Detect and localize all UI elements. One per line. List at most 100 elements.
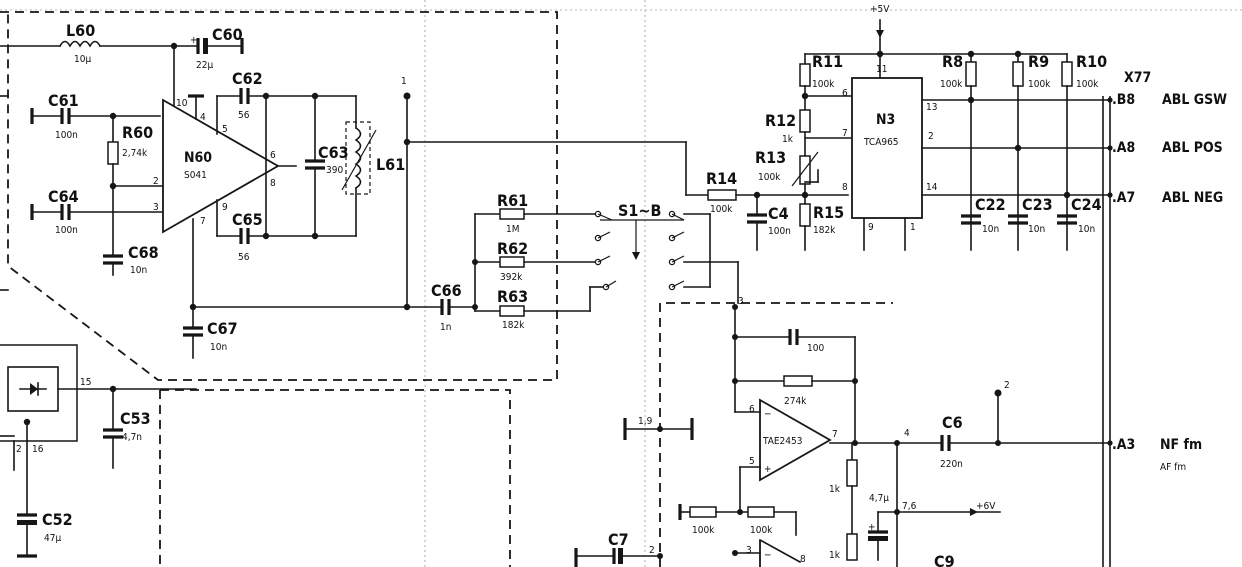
r60-label: R60 <box>122 123 153 142</box>
demodulator-block: 15 C53 4,7n 2 16 C52 47µ <box>0 344 197 558</box>
n60-ic: N60 S041 10 4 5 6 8 2 3 9 7 <box>153 94 297 308</box>
c64-value: 100n <box>55 225 78 236</box>
n3-ic: N3 TCA965 6 7 8 13 2 14 9 1 <box>842 77 938 251</box>
c61-label: C61 <box>48 91 79 110</box>
svg-text:−: − <box>764 550 772 561</box>
svg-text:+: + <box>868 522 876 533</box>
svg-text:4: 4 <box>904 428 910 439</box>
svg-text:8: 8 <box>270 178 276 189</box>
svg-text:4: 4 <box>200 112 206 123</box>
c9-label: C9 <box>934 552 955 567</box>
r61-r63-network: R61 1M R62 392k R63 182k <box>472 191 605 331</box>
svg-text:ABL POS: ABL POS <box>1162 140 1223 156</box>
c24-label: C24 <box>1071 195 1102 214</box>
r12-value: 1k <box>782 134 794 145</box>
plus5v-supply: +5V 11 <box>804 4 1068 79</box>
svg-text:14: 14 <box>926 182 938 193</box>
n3-part: TCA965 <box>863 137 899 148</box>
c23-value: 10n <box>1028 224 1045 235</box>
x77-label: X77 <box>1124 70 1151 86</box>
r14-value: 100k <box>710 204 733 215</box>
r15-value: 182k <box>813 225 836 236</box>
c60-value: 22µ <box>196 60 213 71</box>
svg-text:6: 6 <box>749 404 755 415</box>
c6-value: 220n <box>940 459 963 470</box>
c66-value: 1n <box>440 322 451 333</box>
c47-value: 4,7µ <box>869 493 889 504</box>
n60-part: S041 <box>184 170 207 181</box>
r10-value: 100k <box>1076 79 1099 90</box>
r11-value: 100k <box>812 79 835 90</box>
r14-c4-r15: R14 100k C4 100n R15 182k <box>706 169 849 251</box>
c52-label: C52 <box>42 510 73 529</box>
c53-label: C53 <box>120 409 151 428</box>
svg-text:3: 3 <box>746 545 752 556</box>
r63-value: 182k <box>502 320 525 331</box>
svg-text:NF fm: NF fm <box>1160 437 1202 453</box>
svg-text:3: 3 <box>153 202 159 213</box>
svg-text:7: 7 <box>842 128 848 139</box>
r8-r9-r10: R8 100k R9 100k R10 100k <box>940 52 1107 251</box>
rin2-value: 100k <box>750 525 773 536</box>
svg-text:6: 6 <box>270 150 276 161</box>
c62-value: 56 <box>238 110 250 121</box>
x77-terminal-a7: .A7 ABL NEG <box>1107 190 1223 206</box>
c66-label: C66 <box>431 281 462 300</box>
n60-label: N60 <box>184 150 212 166</box>
connector-x77: X77 .B8 ABL GSW .A8 ABL POS .A7 ABL NEG … <box>1102 70 1227 567</box>
c6-output: 2 C6 220n <box>940 380 1111 470</box>
c4-value: 100n <box>768 226 791 237</box>
svg-text:ABL GSW: ABL GSW <box>1162 92 1227 108</box>
svg-text:10: 10 <box>176 98 188 109</box>
l60-c60-section: + L60 10µ C60 22µ <box>0 21 244 111</box>
s1b-label: S1~B <box>618 201 661 220</box>
r14-label: R14 <box>706 169 737 188</box>
r9-label: R9 <box>1028 52 1049 71</box>
svg-text:2: 2 <box>16 444 22 455</box>
l61-label: L61 <box>376 155 405 174</box>
c67-value: 10n <box>210 342 227 353</box>
c63-label: C63 <box>318 143 349 162</box>
svg-text:9: 9 <box>868 222 874 233</box>
r9-value: 100k <box>1028 79 1051 90</box>
x77-terminal-b8: .B8 ABL GSW <box>1107 92 1227 108</box>
r8-label: R8 <box>942 52 963 71</box>
c68-label: C68 <box>128 243 159 262</box>
svg-text:2: 2 <box>1004 380 1010 391</box>
c52-value: 47µ <box>44 533 61 544</box>
c53-value: 4,7n <box>122 432 142 443</box>
svg-text:5: 5 <box>222 124 228 135</box>
c7-stage: C7 2 3 − 8 C9 <box>574 530 955 567</box>
svg-text:+: + <box>190 35 198 46</box>
r61-label: R61 <box>497 191 528 210</box>
svg-text:13: 13 <box>926 102 937 113</box>
svg-text:.A3: .A3 <box>1112 437 1135 453</box>
svg-text:7: 7 <box>832 429 838 440</box>
svg-text:+5V: +5V <box>870 4 890 15</box>
svg-text:16: 16 <box>32 444 44 455</box>
x77-terminal-a8: .A8 ABL POS <box>1107 140 1223 156</box>
svg-text:11: 11 <box>876 64 887 75</box>
r60-value: 2,74k <box>122 148 148 159</box>
cfb-value: 100 <box>807 343 824 354</box>
r15-label: R15 <box>813 203 844 222</box>
shield-outline <box>0 11 893 567</box>
c65-label: C65 <box>232 210 263 229</box>
r1k-b-value: 1k <box>829 550 841 561</box>
c65-value: 56 <box>238 252 250 263</box>
c22-value: 10n <box>982 224 999 235</box>
svg-text:1: 1 <box>910 222 916 233</box>
svg-text:1,9: 1,9 <box>638 416 653 427</box>
svg-text:.A7: .A7 <box>1112 190 1135 206</box>
c68-value: 10n <box>130 265 147 276</box>
r8-value: 100k <box>940 79 963 90</box>
opamp-tae2453: 3 100 274k TAE2453 − + 6 5 7 4 1k 1k <box>732 296 1001 567</box>
opamp-part: TAE2453 <box>762 436 802 447</box>
svg-text:+6V: +6V <box>976 501 996 512</box>
svg-text:+: + <box>764 464 772 475</box>
svg-text:8: 8 <box>842 182 848 193</box>
svg-text:15: 15 <box>80 377 91 388</box>
c6-label: C6 <box>942 413 963 432</box>
